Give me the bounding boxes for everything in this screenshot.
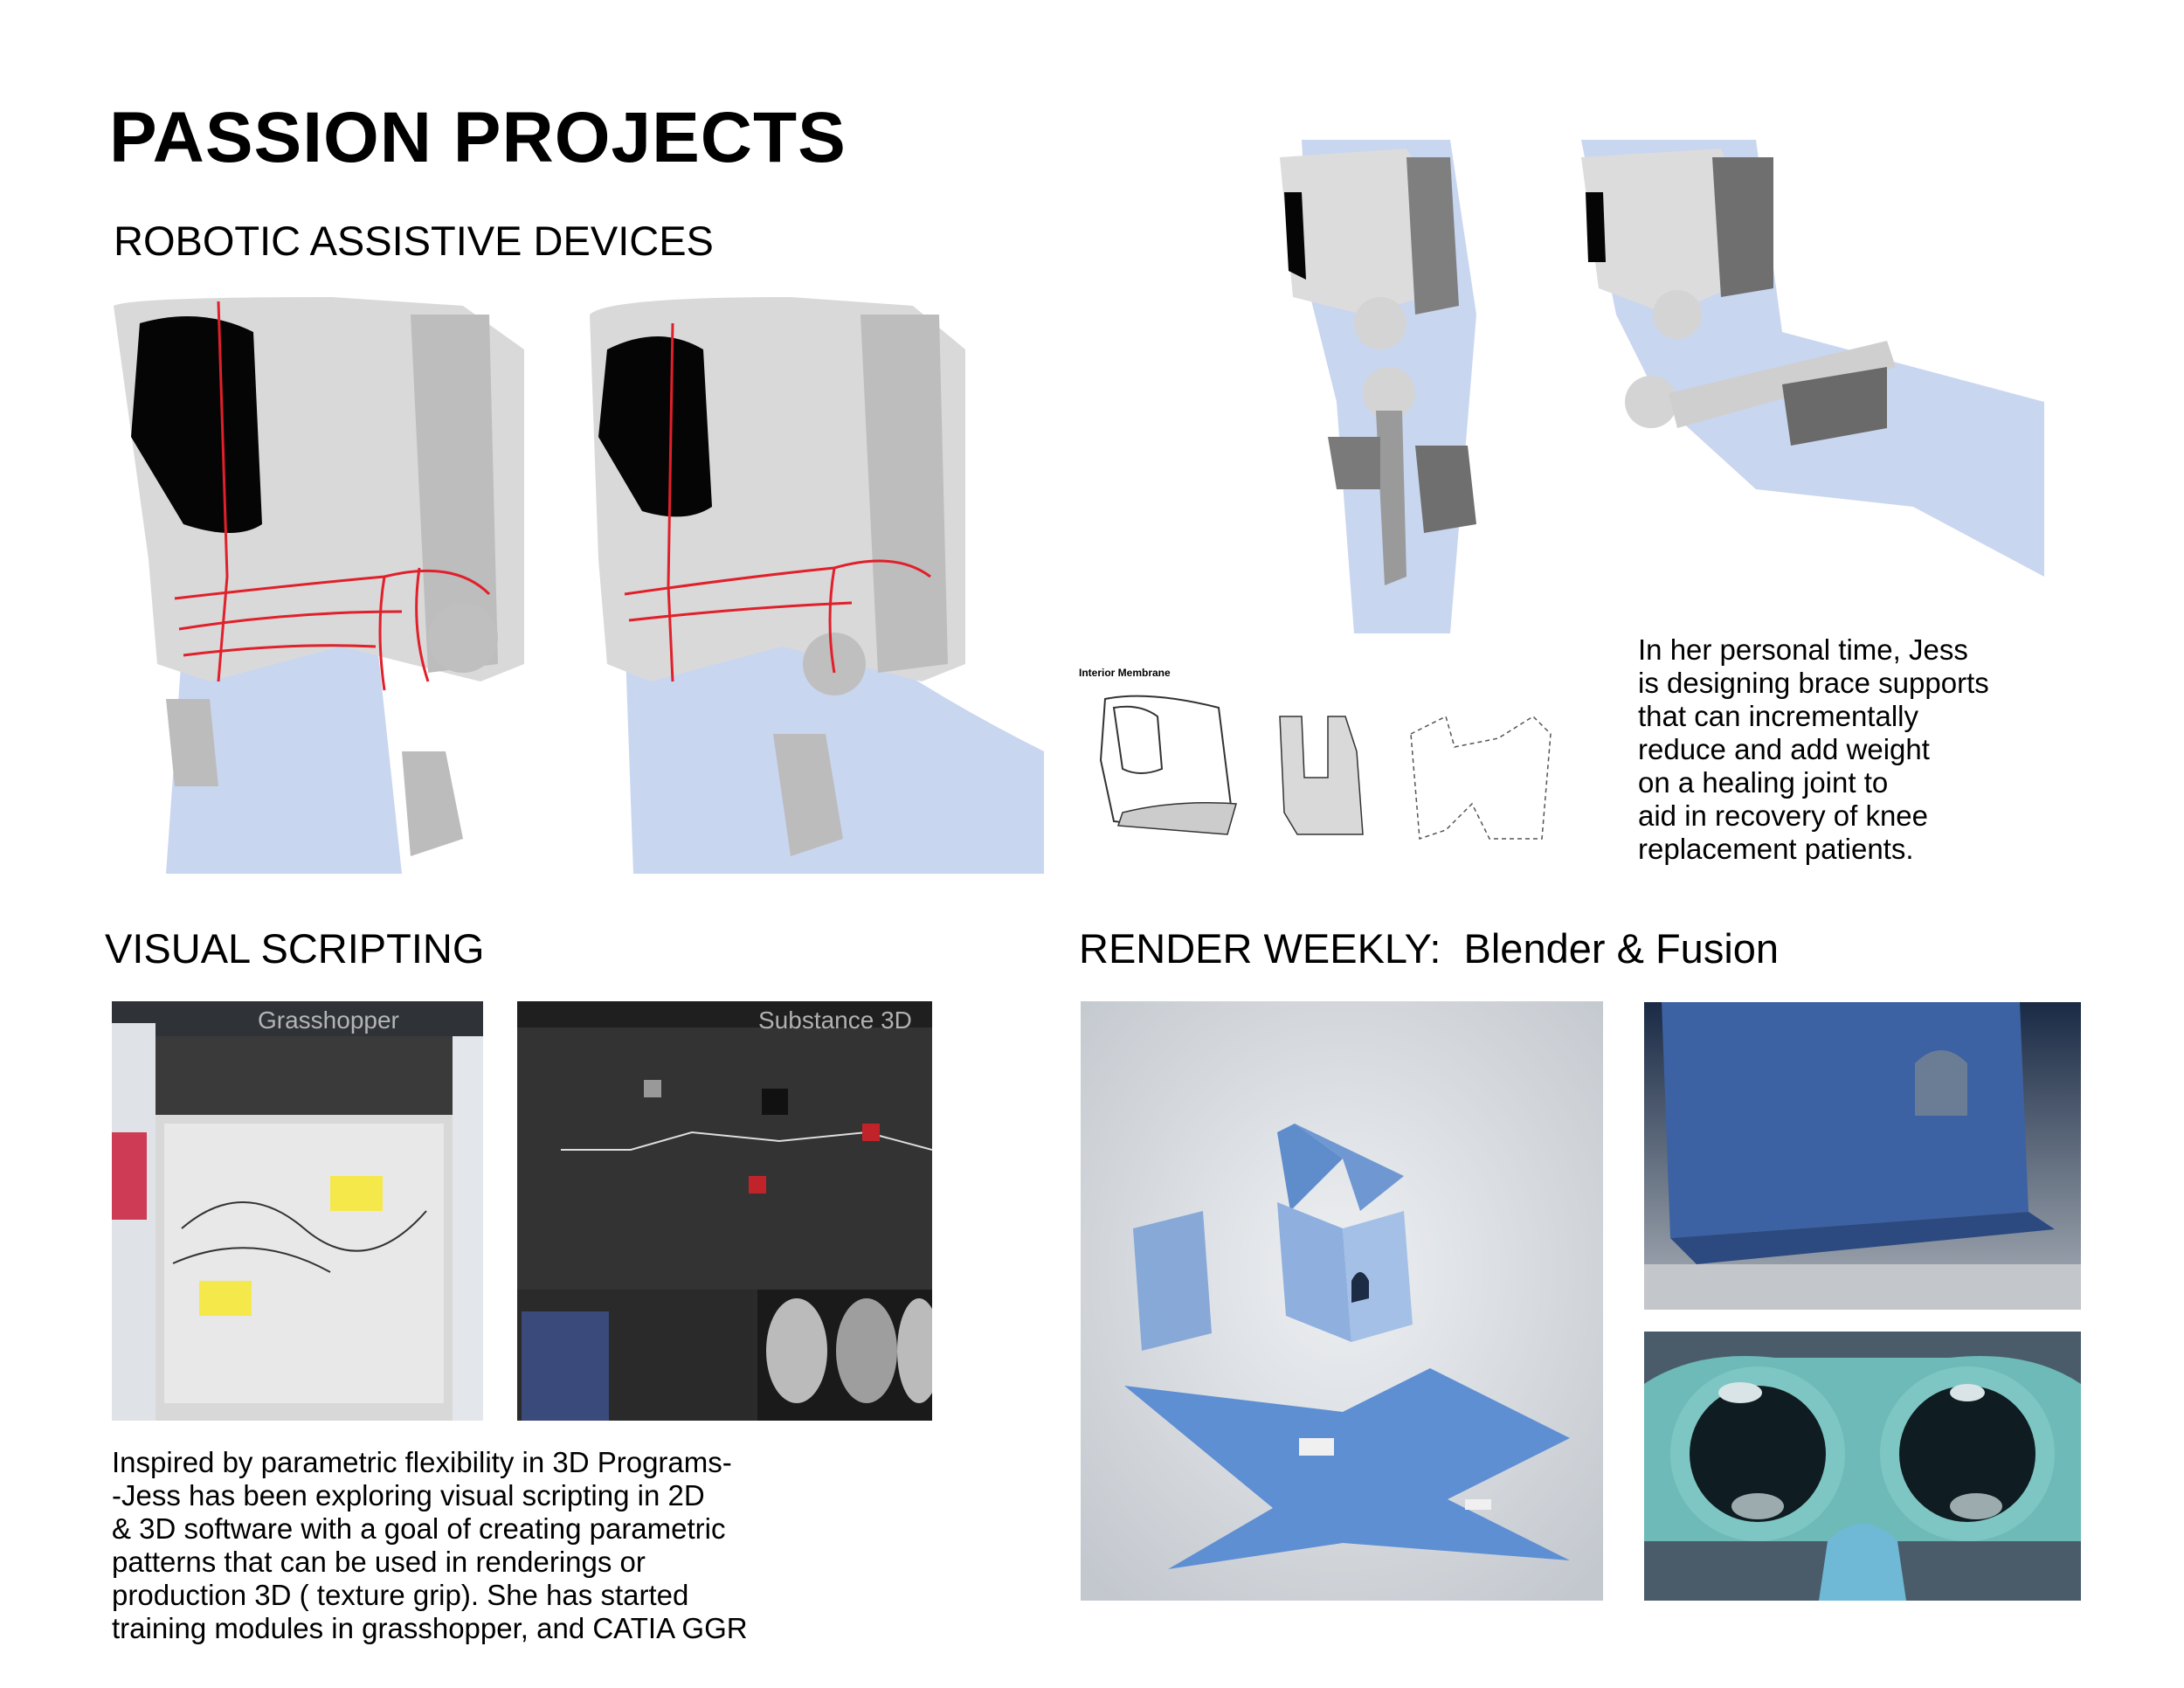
binoculars-render bbox=[1644, 1332, 2081, 1601]
visual-scripting-description-line: & 3D software with a goal of creating pa… bbox=[112, 1512, 726, 1545]
grasshopper-screenshot bbox=[112, 1001, 483, 1421]
robotic-description-line: replacement patients. bbox=[1638, 833, 1914, 865]
substance-3d-screenshot bbox=[517, 1001, 932, 1421]
robotic-description-line: In her personal time, Jess bbox=[1638, 633, 1968, 666]
grasshopper-label: Grasshopper bbox=[258, 1007, 399, 1034]
robotic-description-line: is designing brace supports bbox=[1638, 667, 1989, 699]
visual-scripting-description-line: production 3D ( texture grip). She has s… bbox=[112, 1579, 689, 1611]
visual-scripting-description: Inspired by parametric flexibility in 3D… bbox=[112, 1446, 748, 1645]
birdhouse-render bbox=[1081, 1001, 1603, 1601]
robotic-description: In her personal time, Jess is designing … bbox=[1638, 633, 1989, 866]
section-heading-render-weekly: RENDER WEEKLY: Blender & Fusion bbox=[1079, 925, 1780, 972]
knee-brace-render-bent bbox=[1581, 140, 2044, 633]
knee-brace-sketch-image-2 bbox=[572, 297, 1044, 874]
substance-3d-label: Substance 3D bbox=[758, 1007, 912, 1034]
knee-brace-render-straight bbox=[1275, 140, 1538, 633]
robotic-description-line: reduce and add weight bbox=[1638, 733, 1930, 765]
section-heading-visual-scripting: VISUAL SCRIPTING bbox=[105, 925, 485, 972]
visual-scripting-description-line: training modules in grasshopper, and CAT… bbox=[112, 1612, 748, 1644]
visual-scripting-description-line: -Jess has been exploring visual scriptin… bbox=[112, 1479, 705, 1512]
interior-membrane-label: Interior Membrane bbox=[1079, 667, 1171, 679]
blue-box-render bbox=[1644, 1002, 2081, 1310]
section-heading-robotic: ROBOTIC ASSISTIVE DEVICES bbox=[114, 218, 714, 264]
robotic-description-line: on a healing joint to bbox=[1638, 766, 1889, 799]
robotic-description-line: aid in recovery of knee bbox=[1638, 799, 1929, 832]
interior-membrane-diagram bbox=[1079, 681, 1568, 856]
visual-scripting-description-line: Inspired by parametric flexibility in 3D… bbox=[112, 1446, 732, 1478]
robotic-description-line: that can incrementally bbox=[1638, 700, 1918, 732]
visual-scripting-description-line: patterns that can be used in renderings … bbox=[112, 1546, 646, 1578]
knee-brace-sketch-image-1 bbox=[114, 297, 568, 874]
page-title: PASSION PROJECTS bbox=[109, 98, 847, 177]
